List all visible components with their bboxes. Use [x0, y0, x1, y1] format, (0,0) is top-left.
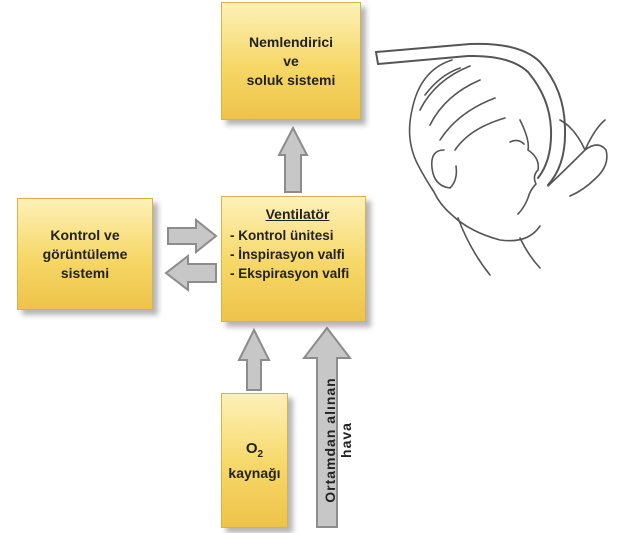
neck [458, 218, 540, 275]
o2-source-box: O2 kaynağı [221, 393, 288, 528]
face-profile [518, 120, 538, 214]
control-line-2: görüntüleme [43, 245, 128, 264]
humidifier-line-3: soluk sistemi [247, 71, 336, 90]
o2-label: kaynağı [228, 464, 280, 483]
breathing-tube-inner [378, 56, 551, 178]
ambient-air-label: Ortamdan alınan hava [322, 350, 362, 530]
o2-subscript: 2 [258, 449, 264, 460]
ambient-air-line-2: hava [338, 350, 354, 530]
tube-end [376, 52, 378, 64]
head-outline [410, 60, 540, 241]
ear [432, 150, 457, 188]
control-display-system-box: Kontrol ve görüntüleme sistemi [17, 198, 153, 310]
hand [548, 120, 607, 196]
ambient-air-line-1: Ortamdan alınan [322, 350, 338, 530]
control-line-3: sistemi [61, 264, 109, 283]
breathing-tube [376, 44, 565, 185]
humidifier-breathing-system-box: Nemlendirici ve soluk sistemi [221, 2, 361, 120]
eye [510, 140, 524, 144]
control-line-1: Kontrol ve [50, 226, 119, 245]
ventilator-title: Ventilatör [230, 205, 365, 224]
ventilator-item-expiration-valve: - Ekspirasyon valfi [230, 264, 365, 283]
humidifier-line-2: ve [283, 52, 299, 71]
hair [420, 66, 505, 150]
ventilator-item-inspiration-valve: - İnspirasyon valfi [230, 245, 365, 264]
humidifier-line-1: Nemlendirici [249, 33, 333, 52]
o2-symbol: O2 [246, 439, 263, 464]
ventilator-box: Ventilatör - Kontrol ünitesi - İnspirasy… [221, 196, 366, 322]
ventilator-item-control-unit: - Kontrol ünitesi [230, 226, 365, 245]
